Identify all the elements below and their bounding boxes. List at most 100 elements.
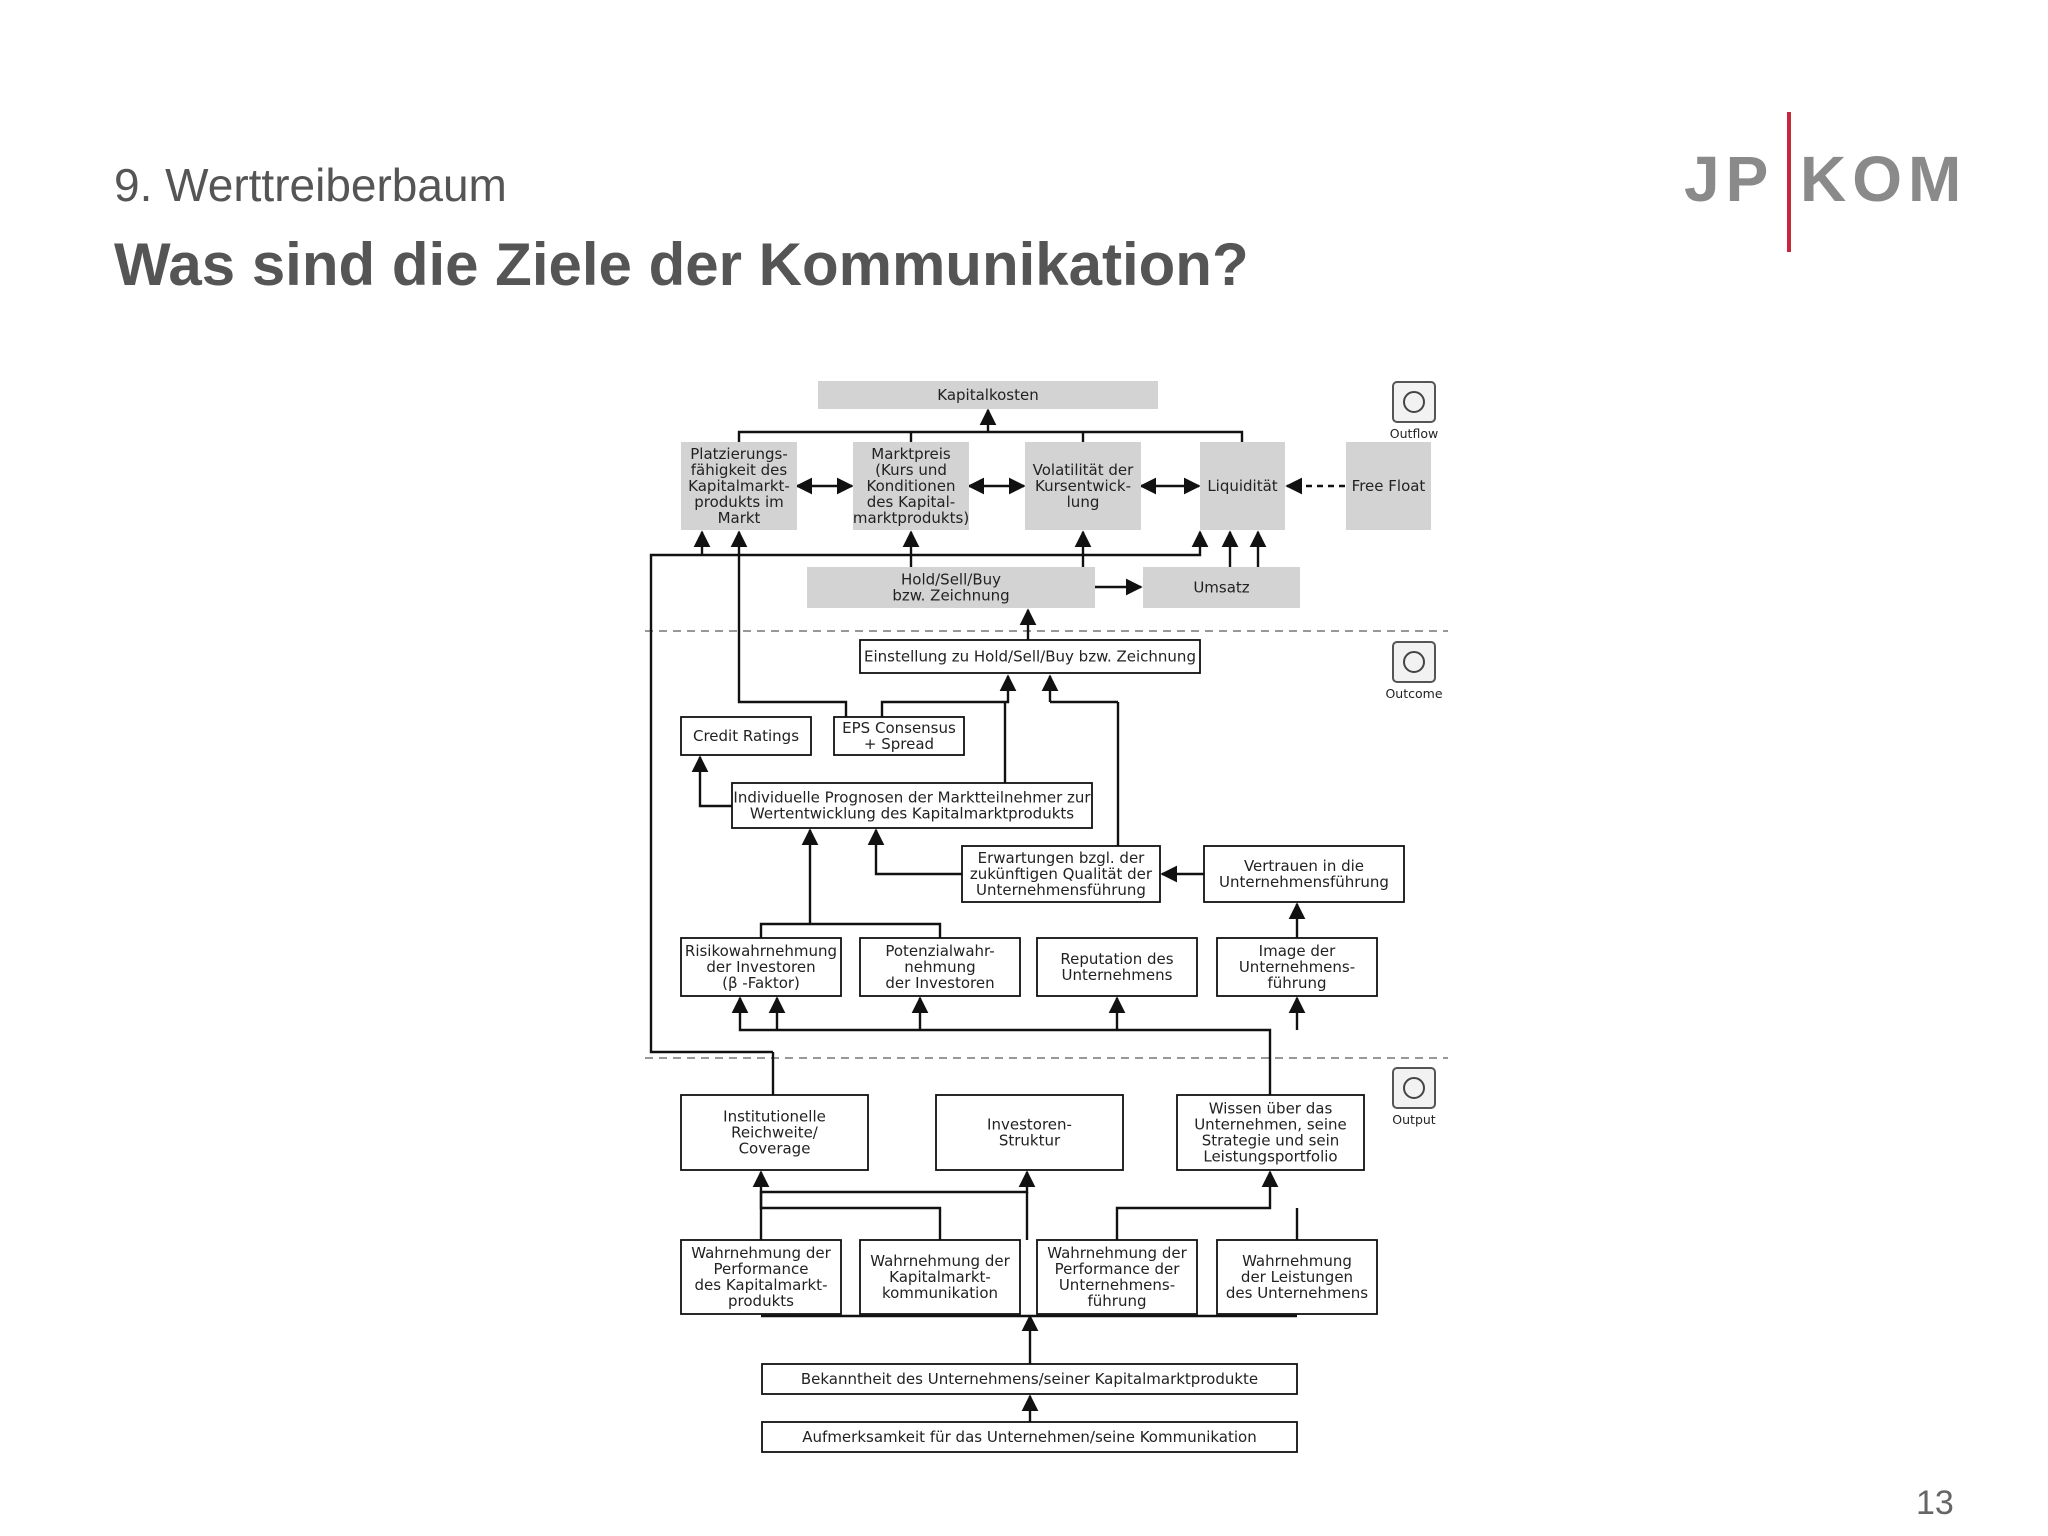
node-label: Strategie und sein [1202, 1132, 1340, 1150]
node-credit: Credit Ratings [680, 716, 812, 756]
node-label: Bekanntheit des Unternehmens/seiner Kapi… [801, 1370, 1258, 1388]
node-label: Performance [713, 1260, 808, 1278]
node-label: Volatilität der [1033, 461, 1134, 479]
node-label: bzw. Zeichnung [892, 587, 1009, 605]
node-eps: EPS Consensus+ Spread [833, 716, 965, 756]
node-label: Vertrauen in die [1244, 857, 1364, 875]
node-label: Unternehmen, seine [1194, 1116, 1347, 1134]
node-label: Performance der [1055, 1260, 1181, 1278]
node-label: der Investoren [706, 958, 815, 976]
node-label: der Leistungen [1241, 1268, 1353, 1286]
node-label: nehmung [904, 958, 975, 976]
node-label: des Kapitalmarkt- [695, 1276, 828, 1294]
node-label: Coverage [739, 1140, 811, 1158]
node-liquiditaet: Liquidität [1200, 442, 1285, 530]
node-label: Wahrnehmung der [691, 1244, 831, 1262]
node-label: (β -Faktor) [722, 974, 800, 992]
connector [691, 755, 732, 808]
logo-divider [1787, 112, 1791, 252]
node-label: marktprodukts) [853, 509, 969, 527]
node-kapitalkosten: Kapitalkosten [818, 381, 1158, 409]
node-label: Wertentwicklung des Kapitalmarktprodukts [750, 805, 1074, 823]
node-label: Konditionen [867, 477, 956, 495]
node-label: Kapitalkosten [937, 386, 1038, 404]
page-title: Was sind die Ziele der Kommunikation? [114, 231, 1249, 298]
section-subtitle: 9. Werttreiberbaum [114, 159, 507, 211]
node-label: Einstellung zu Hold/Sell/Buy bzw. Zeichn… [864, 648, 1196, 666]
node-label: Institutionelle [723, 1108, 826, 1126]
node-label: des Unternehmens [1226, 1284, 1368, 1302]
node-label: Unternehmensführung [1219, 873, 1389, 891]
node-label: produkts im [694, 493, 784, 511]
node-label: Credit Ratings [693, 727, 799, 745]
page-number: 13 [1916, 1484, 1954, 1522]
connector [759, 922, 942, 938]
node-label: Umsatz [1193, 579, 1249, 597]
node-label: Struktur [999, 1132, 1061, 1150]
node-label: Potenzialwahr- [885, 942, 994, 960]
connector [731, 996, 1272, 1095]
section-label-output: Output [1392, 1112, 1436, 1127]
node-bekanntheit: Bekanntheit des Unternehmens/seiner Kapi… [761, 1363, 1298, 1395]
node-label: Unternehmens [1062, 966, 1173, 984]
node-aufmerksamkeit: Aufmerksamkeit für das Unternehmen/seine… [761, 1421, 1298, 1453]
logo-text-left: JP [1684, 143, 1775, 215]
connector [759, 1170, 1036, 1240]
node-label: Wahrnehmung der [870, 1252, 1010, 1270]
newspaper-reader-icon [1392, 1067, 1436, 1109]
connector [867, 828, 962, 876]
node-label: führung [1088, 1292, 1147, 1310]
connector [880, 674, 1017, 717]
node-prognosen: Individuelle Prognosen der Marktteilnehm… [731, 782, 1093, 829]
euro-coins-icon [1392, 381, 1436, 423]
node-label: zukünftigen Qualität der [970, 865, 1153, 883]
node-label: kommunikation [882, 1284, 998, 1302]
node-label: Wahrnehmung [1242, 1252, 1352, 1270]
jpkom-logo: JP KOM [1680, 112, 1980, 252]
node-label: fähigkeit des [691, 461, 788, 479]
section-label-outcome: Outcome [1385, 686, 1442, 701]
connector [737, 430, 1244, 442]
node-label: (Kurs und [875, 461, 947, 479]
node-label: Reputation des [1060, 950, 1173, 968]
node-umsatz: Umsatz [1143, 567, 1300, 608]
node-label: des Kapital- [867, 493, 955, 511]
node-label: Individuelle Prognosen der Marktteilnehm… [733, 789, 1091, 807]
node-label: Hold/Sell/Buy [901, 571, 1001, 589]
node-label: Risikowahrnehmung [685, 942, 837, 960]
node-einstellung: Einstellung zu Hold/Sell/Buy bzw. Zeichn… [859, 639, 1201, 674]
node-label: + Spread [864, 735, 934, 753]
node-label: Unternehmensführung [976, 881, 1146, 899]
connector [1115, 1170, 1279, 1240]
node-platzierung: Platzierungs-fähigkeit desKapitalmarkt-p… [681, 442, 797, 530]
node-label: Wissen über das [1209, 1100, 1333, 1118]
node-label: führung [1268, 974, 1327, 992]
head-profile-icon [1392, 641, 1436, 683]
node-label: Kapitalmarkt- [688, 477, 790, 495]
node-label: Liquidität [1207, 477, 1277, 495]
logo-text-right: KOM [1800, 143, 1968, 215]
node-label: Investoren- [987, 1116, 1072, 1134]
node-label: Marktpreis [871, 445, 951, 463]
node-label: Unternehmens- [1059, 1276, 1175, 1294]
node-label: Markt [718, 509, 761, 527]
node-label: produkts [728, 1292, 794, 1310]
node-label: EPS Consensus [842, 719, 956, 737]
node-label: Wahrnehmung der [1047, 1244, 1187, 1262]
node-label: Unternehmens- [1239, 958, 1355, 976]
node-label: Aufmerksamkeit für das Unternehmen/seine… [802, 1428, 1256, 1446]
node-label: Erwartungen bzgl. der [978, 849, 1146, 867]
node-w-kommunikation: Wahrnehmung derKapitalmarkt-kommunikatio… [859, 1239, 1021, 1315]
